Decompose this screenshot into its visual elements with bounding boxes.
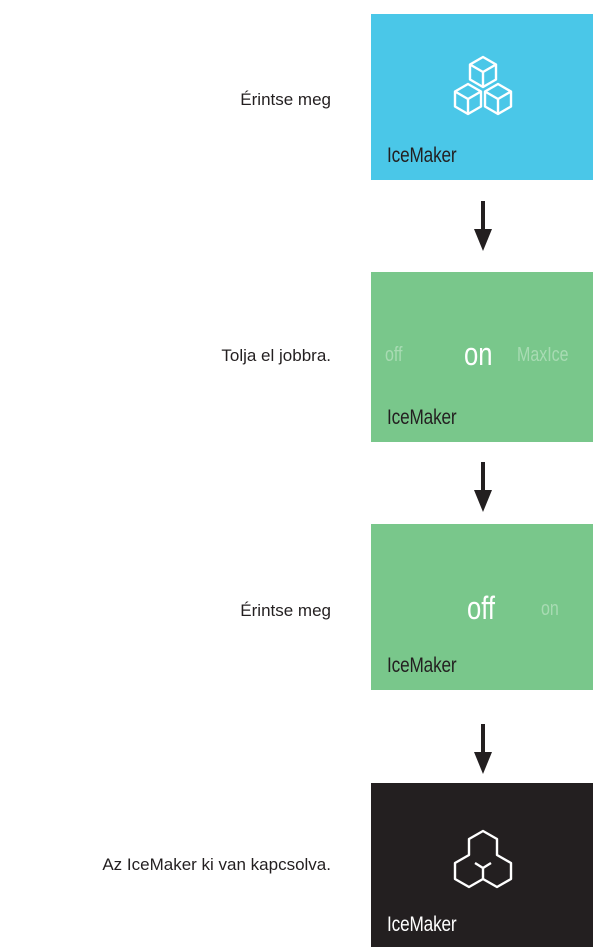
ice-cubes-outline-icon (453, 829, 513, 889)
step-4-instruction: Az IceMaker ki van kapcsolva. (102, 855, 331, 874)
icemaker-tile-slider-3[interactable]: off on MaxIce IceMaker (371, 272, 593, 442)
tile-label: IceMaker (387, 144, 457, 167)
option-off-selected[interactable]: off (467, 590, 495, 626)
option-off[interactable]: off (385, 344, 403, 366)
option-on[interactable]: on (541, 598, 559, 620)
tile-label: IceMaker (387, 913, 457, 936)
step-2-instruction: Tolja el jobbra. (221, 346, 331, 365)
icemaker-tile-dark[interactable]: IceMaker (371, 783, 593, 947)
icemaker-tile-slider-2[interactable]: off on IceMaker (371, 524, 593, 690)
tile-label: IceMaker (387, 654, 457, 677)
icemaker-tile-blue[interactable]: IceMaker (371, 14, 593, 180)
down-arrow-icon (474, 462, 492, 512)
down-arrow-icon (474, 201, 492, 251)
step-3-instruction: Érintse meg (240, 601, 331, 620)
ice-cubes-icon (453, 55, 513, 116)
tile-label: IceMaker (387, 406, 457, 429)
option-maxice[interactable]: MaxIce (517, 344, 569, 366)
option-on-selected[interactable]: on (464, 336, 493, 372)
step-1-instruction: Érintse meg (240, 90, 331, 109)
down-arrow-icon (474, 724, 492, 774)
